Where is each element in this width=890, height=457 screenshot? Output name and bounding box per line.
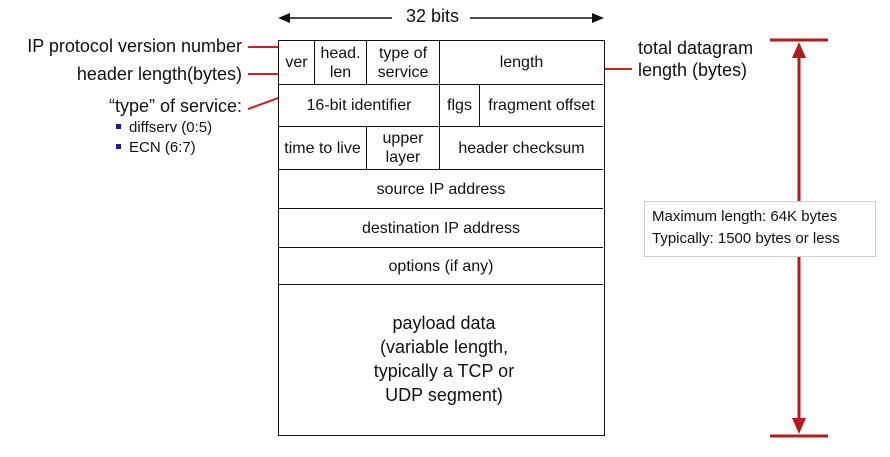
bit-width-arrow — [278, 13, 604, 23]
field-upper-layer: upper layer — [367, 127, 440, 170]
max-length-text: Maximum length: 64K bytes — [652, 208, 838, 225]
field-options: options (if any) — [279, 248, 603, 285]
tos-item-label: ECN (6:7) — [129, 139, 196, 156]
version-annotation: IP protocol version number — [27, 36, 242, 56]
field-length: length — [440, 41, 603, 85]
total-length-annotation: total datagram length (bytes) — [638, 38, 754, 80]
tos-item-diffserv: diffserv (0:5) — [116, 119, 212, 137]
field-header-checksum: header checksum — [440, 127, 603, 170]
field-identifier: 16-bit identifier — [279, 85, 440, 127]
field-flags: flgs — [440, 85, 480, 127]
bullet-icon — [116, 143, 121, 149]
field-type-of-service: type of service — [367, 41, 440, 85]
field-destination-ip: destination IP address — [279, 209, 603, 248]
field-header-length: head. len — [315, 41, 367, 85]
tos-annotation-title: “type” of service: — [108, 96, 242, 116]
bullet-icon — [116, 123, 121, 129]
tos-item-label: diffserv (0:5) — [129, 119, 213, 136]
length-callout-box: Maximum length: 64K bytes Typically: 150… — [644, 201, 876, 257]
field-fragment-offset: fragment offset — [480, 85, 603, 127]
field-version: ver — [279, 41, 315, 85]
field-source-ip: source IP address — [279, 170, 603, 209]
header-length-annotation: header length(bytes) — [76, 64, 242, 84]
field-time-to-live: time to live — [279, 127, 367, 170]
bit-width-label: 32 bits — [406, 6, 460, 26]
tos-item-ecn: ECN (6:7) — [116, 139, 196, 157]
typical-length-text: Typically: 1500 bytes or less — [652, 230, 840, 247]
ip-datagram-diagram: ver head. len type of service length 16-… — [278, 40, 605, 436]
field-payload: payload data (variable length, typically… — [364, 285, 524, 433]
